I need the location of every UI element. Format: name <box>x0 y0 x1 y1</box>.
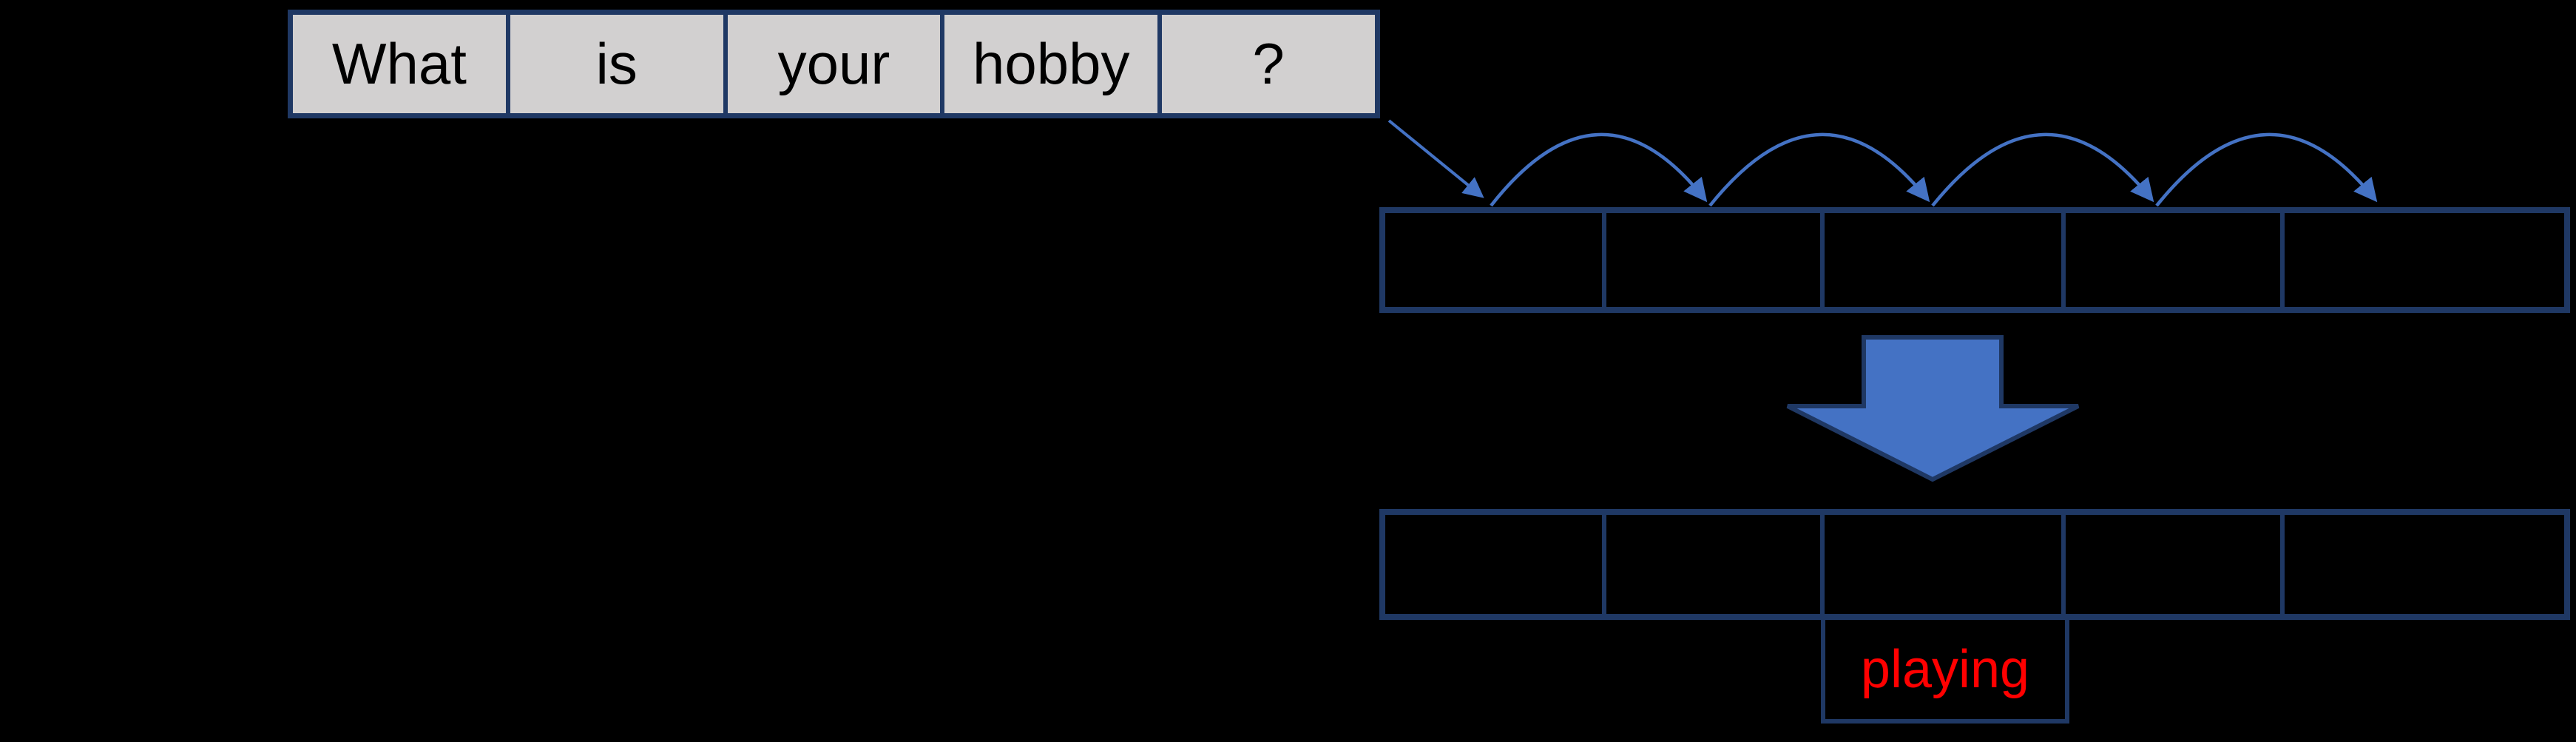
big-down-arrow-icon <box>1786 335 2080 482</box>
output-cell <box>2285 515 2564 614</box>
hop-arc-icon <box>1490 132 1708 207</box>
input-word-cell: hobby <box>944 15 1163 113</box>
input-word-cell: ? <box>1162 15 1375 113</box>
input-word-cell: What <box>293 15 510 113</box>
predicted-word-box: playing <box>1821 615 2069 724</box>
output-cell <box>1825 515 2066 614</box>
input-sentence-row: What is your hobby ? <box>288 10 1380 118</box>
input-word-cell: is <box>510 15 728 113</box>
token-boxes-row <box>1379 207 2570 313</box>
token-cell <box>1825 213 2066 307</box>
hop-arc-icon <box>1931 132 2154 207</box>
token-cell <box>1606 213 1825 307</box>
output-cell <box>2066 515 2285 614</box>
token-cell <box>2066 213 2285 307</box>
input-word-cell: your <box>727 15 945 113</box>
output-cell <box>1385 515 1606 614</box>
predicted-word-label: playing <box>1860 639 2030 699</box>
hop-arc-icon <box>1708 132 1930 207</box>
output-cell <box>1606 515 1825 614</box>
output-boxes-row <box>1379 509 2570 620</box>
token-cell <box>2285 213 2564 307</box>
hop-arc-icon <box>2155 132 2378 207</box>
diagonal-arrow-icon <box>1387 119 1484 198</box>
token-cell <box>1385 213 1606 307</box>
